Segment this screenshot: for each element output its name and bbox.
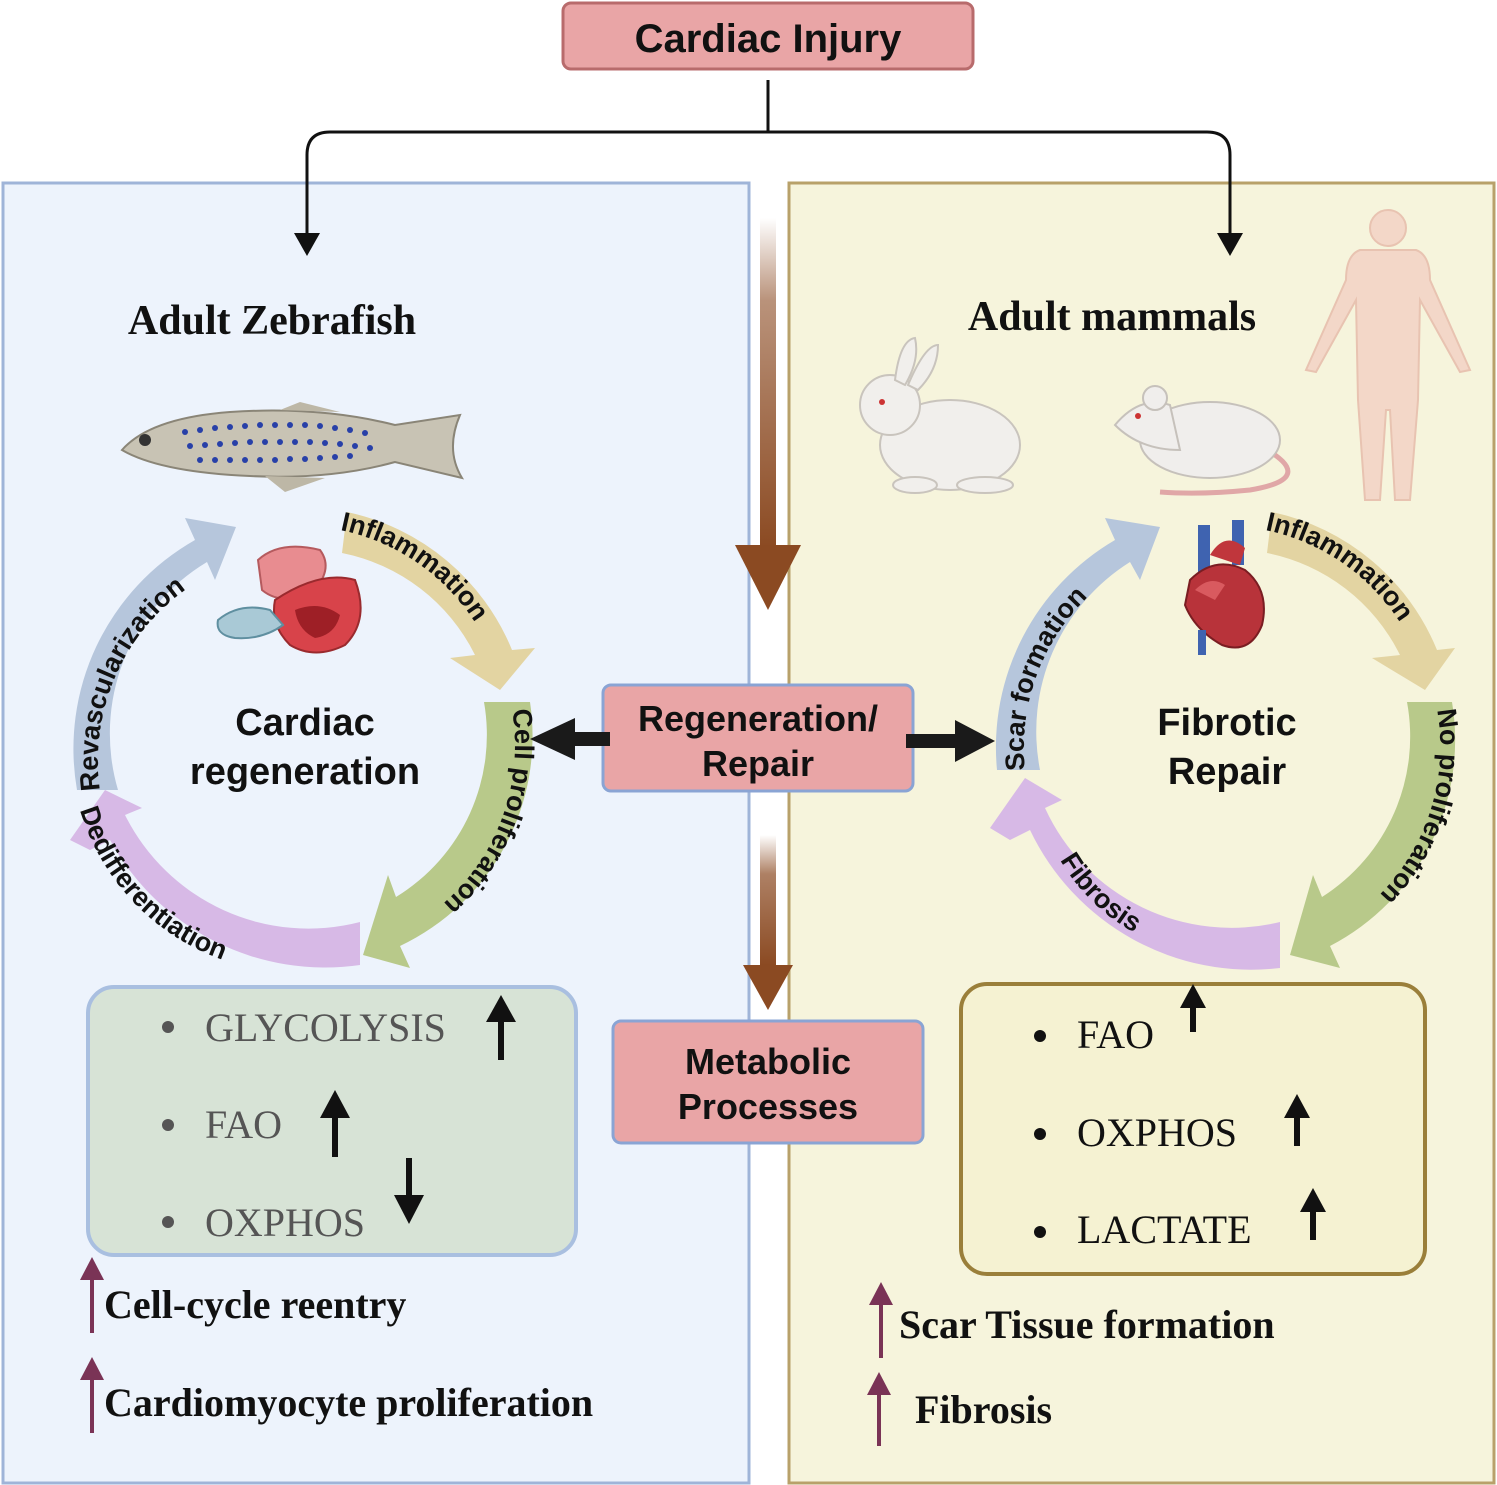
- left-metab-item-2: FAO: [205, 1102, 282, 1147]
- left-metab-item-3: OXPHOS: [205, 1200, 365, 1245]
- up-arrow-icon: [320, 1090, 350, 1157]
- zebrafish-heart-icon: [216, 545, 362, 654]
- cardiac-injury-box: Cardiac Injury: [561, 1, 975, 71]
- right-outcome-2: Fibrosis: [867, 1372, 1052, 1446]
- left-outcome-2-label: Cardiomyocyte proliferation: [104, 1380, 593, 1425]
- left-revascularization-arrow: [73, 518, 236, 790]
- right-metab-item-2: OXPHOS: [1077, 1110, 1237, 1155]
- rat-icon: [1113, 385, 1291, 496]
- arrow-to-left-cycle: [530, 718, 610, 760]
- left-metab-item-1: GLYCOLYSIS: [205, 1005, 446, 1050]
- right-fibrosis-arrow: [990, 778, 1280, 970]
- right-no-proliferation-arrow: [1290, 702, 1456, 968]
- zebrafish-icon: [120, 402, 465, 492]
- left-outcome-1-label: Cell-cycle reentry: [104, 1282, 406, 1327]
- top-connector: [305, 80, 1232, 235]
- right-scar-formation-arrow: [995, 518, 1160, 770]
- left-panel-title: Adult Zebrafish: [128, 298, 416, 344]
- right-metab-item-1: FAO: [1077, 1012, 1154, 1057]
- right-metab-item-3: LACTATE: [1077, 1207, 1252, 1252]
- right-inflammation-arrow: [1267, 512, 1455, 690]
- left-metabolism-box: GLYCOLYSIS FAO OXPHOS: [86, 985, 578, 1257]
- up-arrow-icon: [1180, 984, 1206, 1032]
- brown-arrow-lower: [743, 835, 793, 1010]
- up-arrow-icon: [486, 995, 516, 1060]
- arrowhead-left: [294, 233, 320, 256]
- right-center-line1: Fibrotic: [1157, 702, 1296, 744]
- right-outcome-1: Scar Tissue formation: [869, 1282, 1275, 1358]
- regen-line2: Repair: [702, 743, 814, 784]
- right-outcome-1-label: Scar Tissue formation: [899, 1302, 1275, 1347]
- left-center-line2: regeneration: [190, 751, 420, 793]
- human-body-icon: [1304, 209, 1472, 501]
- left-outcome-2: Cardiomyocyte proliferation: [80, 1357, 593, 1433]
- left-inflammation-arrow: [342, 512, 535, 690]
- left-outcome-1: Cell-cycle reentry: [80, 1257, 406, 1333]
- arrow-to-right-cycle: [906, 720, 995, 762]
- regen-line1: Regeneration/: [638, 698, 878, 739]
- meta-line2: Processes: [678, 1086, 858, 1127]
- meta-line1: Metabolic: [685, 1041, 851, 1082]
- right-outcome-2-label: Fibrosis: [915, 1387, 1052, 1432]
- regeneration-repair-box: Regeneration/ Repair: [601, 683, 915, 793]
- cardiac-injury-title: Cardiac Injury: [635, 17, 903, 61]
- right-panel-title: Adult mammals: [968, 294, 1256, 340]
- arrowhead-right: [1217, 233, 1243, 256]
- right-metabolism-box: FAO OXPHOS LACTATE: [959, 982, 1427, 1276]
- left-dedifferentiation-arrow: [70, 790, 360, 968]
- left-center-line1: Cardiac: [235, 702, 374, 744]
- up-arrow-icon: [1300, 1188, 1326, 1240]
- mammal-heart-icon: [1183, 520, 1265, 655]
- brown-arrow-upper: [735, 218, 801, 610]
- metabolic-processes-box: Metabolic Processes: [611, 1019, 925, 1145]
- rabbit-icon: [859, 336, 1021, 494]
- up-arrow-icon: [1284, 1094, 1310, 1146]
- right-center-line2: Repair: [1168, 751, 1286, 793]
- down-arrow-icon: [394, 1158, 424, 1224]
- left-proliferation-arrow: [363, 702, 533, 968]
